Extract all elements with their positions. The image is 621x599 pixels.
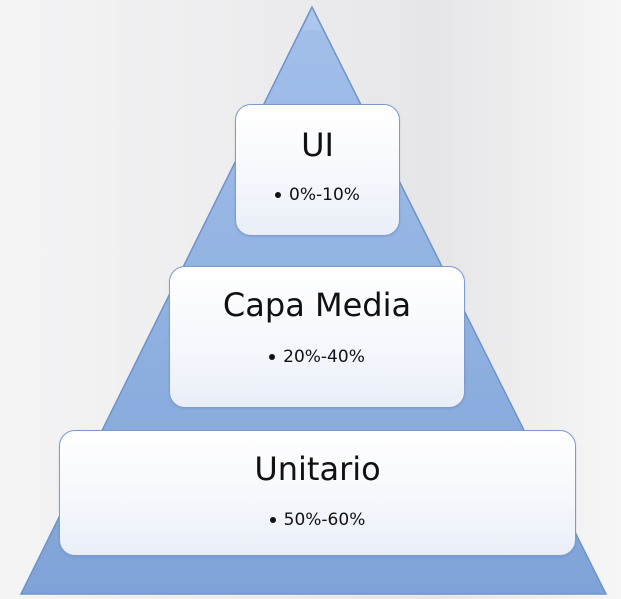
tier-title: UI (301, 126, 334, 164)
bullet-dot-icon (275, 192, 282, 198)
pyramid-highlight (302, 10, 322, 30)
tier-title: Unitario (254, 450, 381, 488)
tier-percentage: 0%-10% (289, 185, 360, 205)
bullet-dot-icon (269, 517, 276, 523)
tier-bullet: 0%-10% (275, 185, 360, 205)
tier-media-box: Capa Media 20%-40% (169, 266, 465, 408)
bullet-dot-icon (269, 354, 276, 360)
tier-title: Capa Media (222, 286, 412, 324)
tier-bullet: 20%-40% (269, 347, 365, 367)
tier-bullet: 50%-60% (269, 510, 366, 530)
tier-percentage: 50%-60% (283, 510, 366, 530)
tier-unit-box: Unitario 50%-60% (59, 430, 576, 556)
tier-percentage: 20%-40% (283, 347, 365, 367)
tier-ui-box: UI 0%-10% (235, 104, 400, 236)
